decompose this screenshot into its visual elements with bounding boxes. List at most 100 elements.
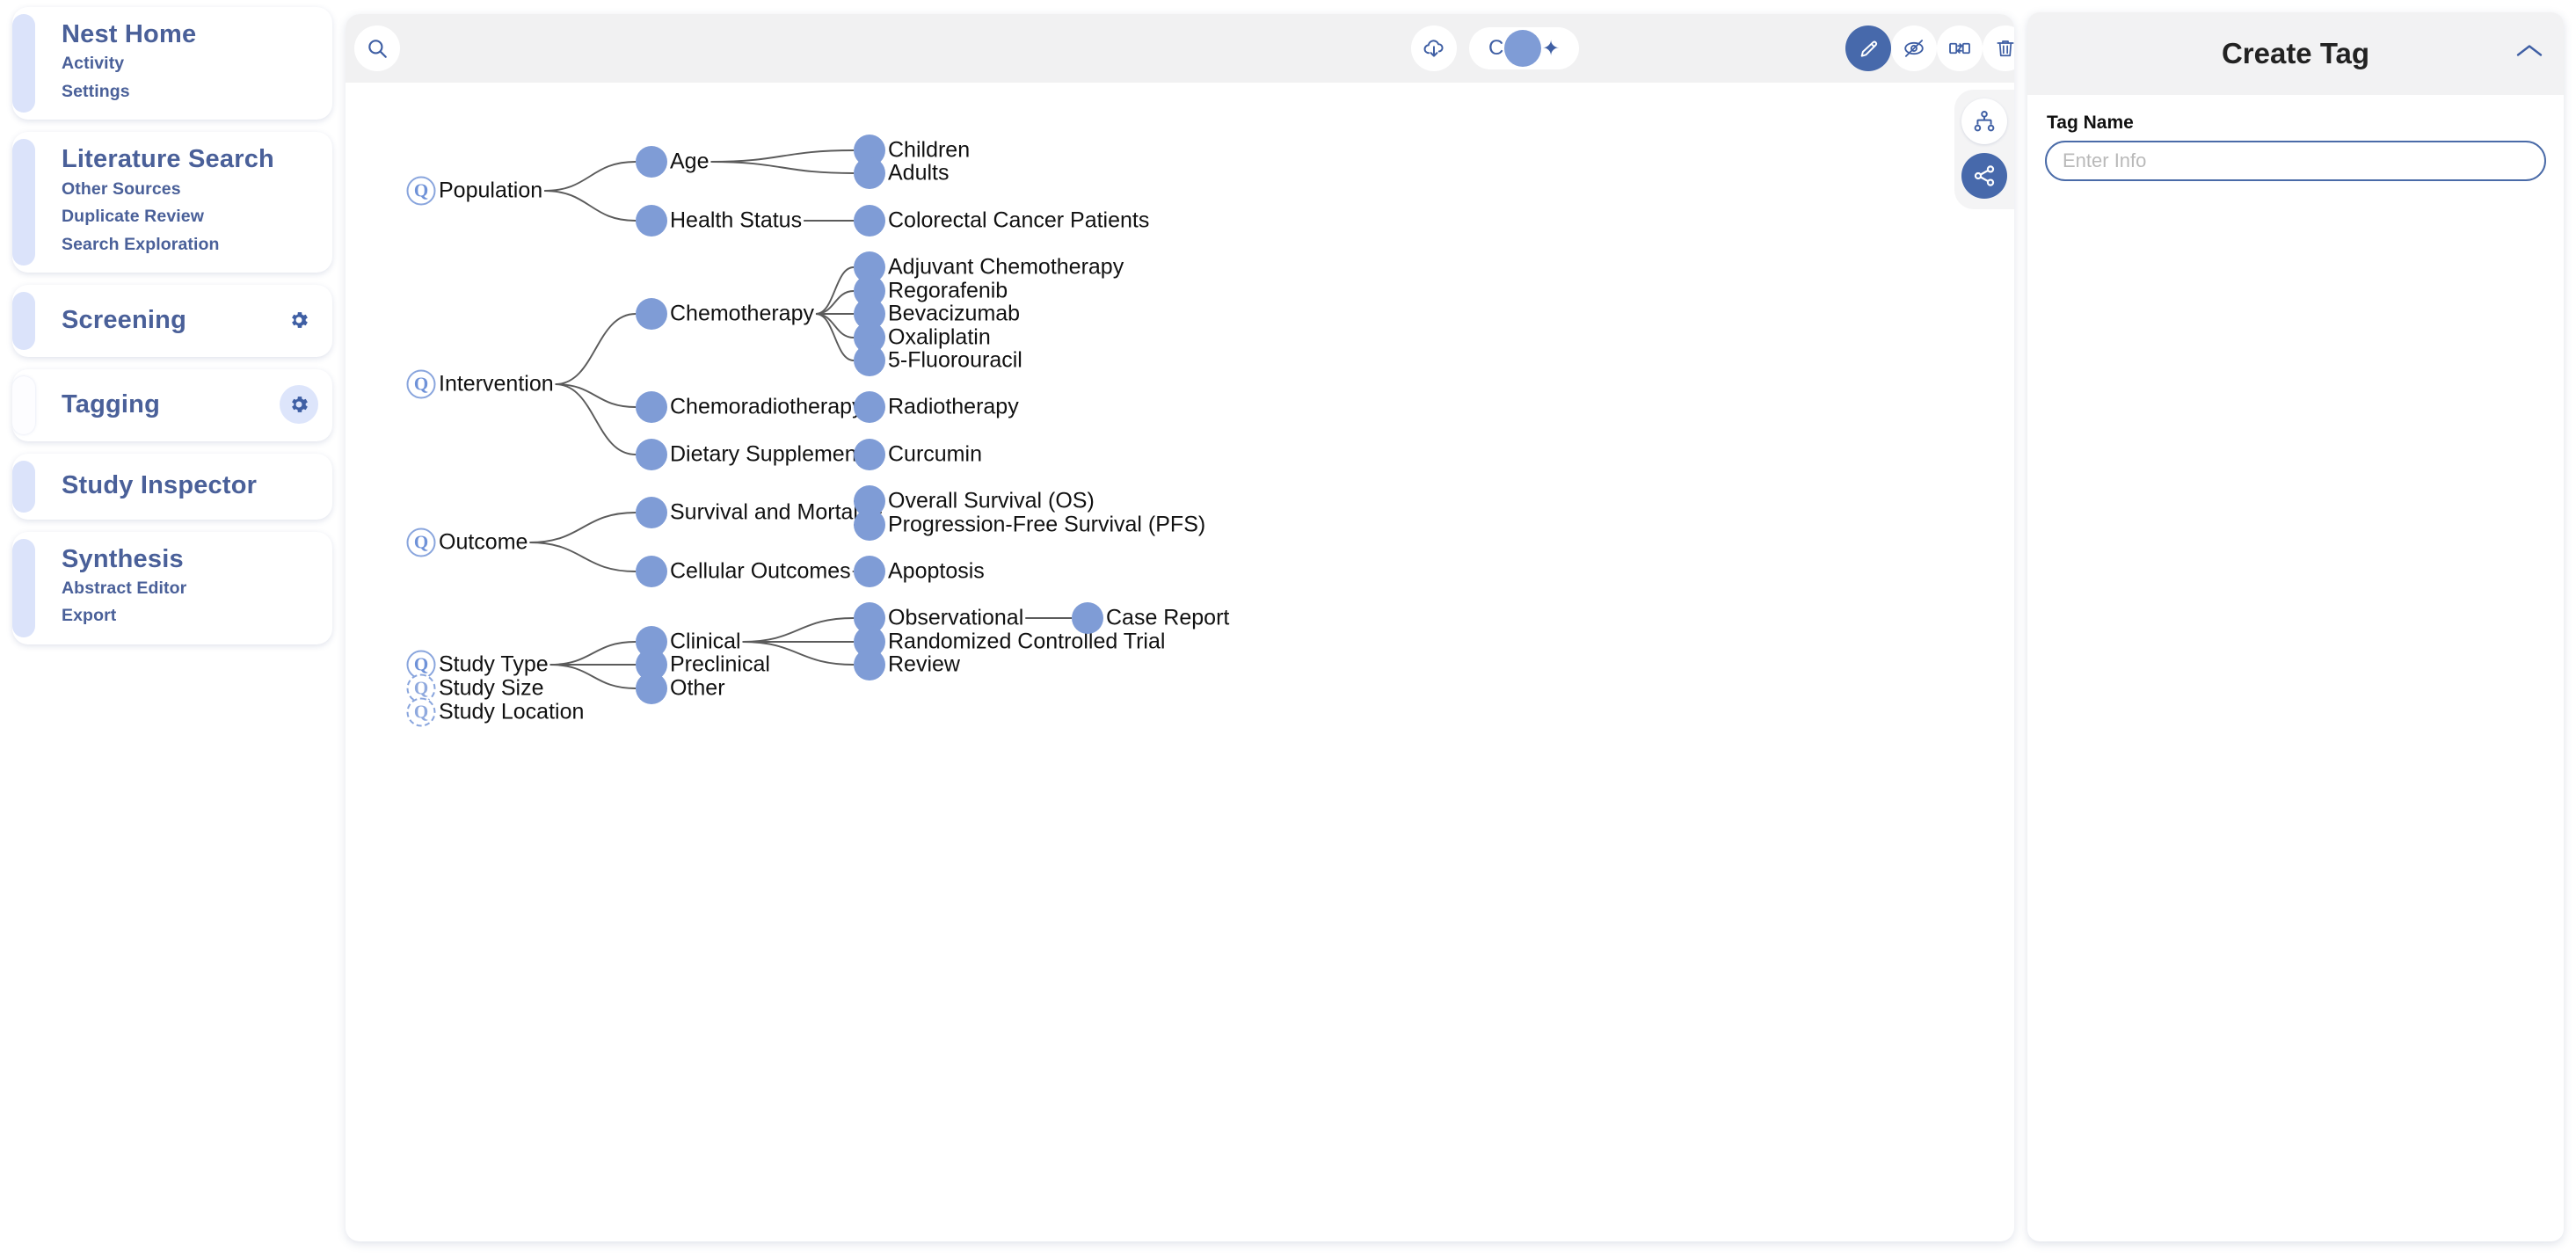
- share-network-icon[interactable]: [1961, 153, 2007, 199]
- graph-node-casereport[interactable]: [1072, 602, 1103, 634]
- sidebar-subitem-search-exploration[interactable]: Search Exploration: [62, 234, 220, 254]
- sidebar-subitem-activity[interactable]: Activity: [62, 54, 125, 74]
- graph-root-node-studyloc[interactable]: Q: [406, 697, 436, 727]
- graph-node-label[interactable]: Case Report: [1106, 605, 1230, 630]
- swap-transform-icon[interactable]: [1937, 25, 1983, 71]
- graph-node-label[interactable]: Children: [888, 137, 971, 163]
- cloud-download-icon[interactable]: [1411, 25, 1457, 71]
- chevron-up-icon[interactable]: [2514, 42, 2544, 66]
- sidebar-card-literature-search[interactable]: Literature Search Other Sources Duplicat…: [12, 132, 332, 273]
- graph-root-node-intervention[interactable]: Q: [406, 369, 436, 399]
- sidebar-card-screening[interactable]: Screening: [12, 285, 332, 358]
- graph-edge: [544, 190, 637, 222]
- sidebar-item-literature-search[interactable]: Literature Search: [62, 145, 274, 174]
- sidebar-card-synthesis[interactable]: Synthesis Abstract Editor Export: [12, 531, 332, 645]
- card-accent-bar: [12, 461, 35, 513]
- sidebar-subitem-other-sources[interactable]: Other Sources: [62, 178, 181, 199]
- graph-node-label[interactable]: Bevacizumab: [888, 301, 1021, 326]
- sidebar-card-nest-home[interactable]: Nest Home Activity Settings: [12, 7, 332, 120]
- graph-node-label[interactable]: Curcumin: [888, 441, 982, 467]
- graph-node-label[interactable]: Cellular Outcomes: [670, 558, 851, 584]
- graph-node-label[interactable]: Age: [670, 149, 709, 174]
- graph-edge: [815, 313, 855, 338]
- sidebar-item-nest-home[interactable]: Nest Home: [62, 20, 197, 48]
- graph-node-cellular[interactable]: [636, 556, 667, 587]
- sidebar-subitem-export[interactable]: Export: [62, 606, 117, 626]
- delete-trash-icon[interactable]: [1983, 25, 2014, 71]
- graph-node-label[interactable]: Intervention: [439, 371, 554, 397]
- edit-pencil-icon[interactable]: [1845, 25, 1891, 71]
- screening-gear-icon[interactable]: [280, 301, 318, 339]
- graph-node-label[interactable]: Randomized Controlled Trial: [888, 629, 1166, 654]
- graph-root-node-population[interactable]: Q: [406, 176, 436, 206]
- graph-node-label[interactable]: Observational: [888, 605, 1024, 630]
- graph-node-label[interactable]: Apoptosis: [888, 558, 985, 584]
- graph-node-label[interactable]: Radiotherapy: [888, 394, 1019, 419]
- sidebar-subitem-abstract-editor[interactable]: Abstract Editor: [62, 578, 187, 598]
- create-tag-panel: Create Tag Tag Name: [2027, 12, 2564, 1241]
- hierarchy-tree-icon[interactable]: [1961, 98, 2007, 144]
- graph-node-apoptosis[interactable]: [854, 556, 885, 587]
- graph-canvas-panel: Core ✦: [346, 14, 2014, 1241]
- graph-node-survival[interactable]: [636, 497, 667, 528]
- graph-edge: [549, 664, 637, 689]
- graph-node-label[interactable]: Colorectal Cancer Patients: [888, 207, 1150, 233]
- graph-node-label[interactable]: Study Type: [439, 651, 549, 677]
- card-accent-bar: [12, 376, 35, 435]
- graph-node-label[interactable]: Regorafenib: [888, 278, 1008, 303]
- page-title: Create Tag: [2221, 37, 2370, 69]
- graph-node-pfs[interactable]: [854, 509, 885, 541]
- graph-node-label[interactable]: Outcome: [439, 529, 528, 555]
- graph-node-label[interactable]: 5-Fluorouracil: [888, 347, 1022, 373]
- graph-node-label[interactable]: Progression-Free Survival (PFS): [888, 512, 1206, 537]
- sidebar-item-study-inspector[interactable]: Study Inspector: [62, 471, 258, 500]
- graph-node-review[interactable]: [854, 649, 885, 680]
- graph-node-chemo[interactable]: [636, 298, 667, 330]
- tagging-gear-icon[interactable]: [280, 385, 318, 425]
- graph-edge: [529, 542, 637, 572]
- graph-node-label[interactable]: Oxaliplatin: [888, 324, 991, 350]
- sidebar-card-study-inspector[interactable]: Study Inspector: [12, 454, 332, 520]
- sidebar-card-tagging[interactable]: Tagging: [12, 369, 332, 442]
- graph-node-label[interactable]: Chemoradiotherapy: [670, 394, 863, 419]
- graph-node-label[interactable]: Health Status: [670, 207, 803, 233]
- graph-node-fluorouracil[interactable]: [854, 345, 885, 376]
- sidebar-item-screening[interactable]: Screening: [62, 306, 187, 335]
- graph-node-label[interactable]: Adults: [888, 160, 950, 186]
- graph-node-label[interactable]: Overall Survival (OS): [888, 488, 1095, 513]
- graph-node-label[interactable]: Study Location: [439, 699, 585, 724]
- search-icon[interactable]: [354, 25, 400, 71]
- graph-node-label[interactable]: Dietary Supplements: [670, 441, 875, 467]
- graph-node-label[interactable]: Study Size: [439, 675, 544, 701]
- sidebar-subitem-settings[interactable]: Settings: [62, 81, 130, 101]
- graph-node-adults[interactable]: [854, 157, 885, 189]
- graph-node-other[interactable]: [636, 673, 667, 704]
- hide-eye-off-icon[interactable]: [1891, 25, 1937, 71]
- tag-name-input[interactable]: [2045, 141, 2546, 181]
- graph-node-chemorad[interactable]: [636, 391, 667, 423]
- graph-node-label[interactable]: Chemotherapy: [670, 301, 814, 326]
- graph-node-label[interactable]: Survival and Mortality: [670, 499, 880, 525]
- graph-node-radiotherapy[interactable]: [854, 391, 885, 423]
- sparkle-icon: ✦: [1542, 36, 1561, 61]
- graph-node-label[interactable]: Population: [439, 178, 543, 203]
- graph-node-dietary[interactable]: [636, 439, 667, 470]
- graph-node-label[interactable]: Other: [670, 675, 725, 701]
- graph-node-label[interactable]: Clinical: [670, 629, 741, 654]
- graph-node-curcumin[interactable]: [854, 439, 885, 470]
- sidebar-item-tagging[interactable]: Tagging: [62, 390, 161, 419]
- graph-edge: [529, 512, 637, 543]
- graph-edge: [742, 641, 855, 666]
- graph-edge: [544, 161, 637, 192]
- graph-node-age[interactable]: [636, 146, 667, 178]
- sidebar-item-synthesis[interactable]: Synthesis: [62, 544, 184, 573]
- sidebar-subitem-duplicate-review[interactable]: Duplicate Review: [62, 207, 204, 227]
- graph-root-node-outcome[interactable]: Q: [406, 528, 436, 557]
- graph-node-label[interactable]: Review: [888, 651, 960, 677]
- avatar[interactable]: [1504, 30, 1541, 67]
- graph-node-crc[interactable]: [854, 205, 885, 237]
- graph-node-label[interactable]: Preclinical: [670, 651, 770, 677]
- graph-node-label[interactable]: Adjuvant Chemotherapy: [888, 254, 1124, 280]
- graph-node-health[interactable]: [636, 205, 667, 237]
